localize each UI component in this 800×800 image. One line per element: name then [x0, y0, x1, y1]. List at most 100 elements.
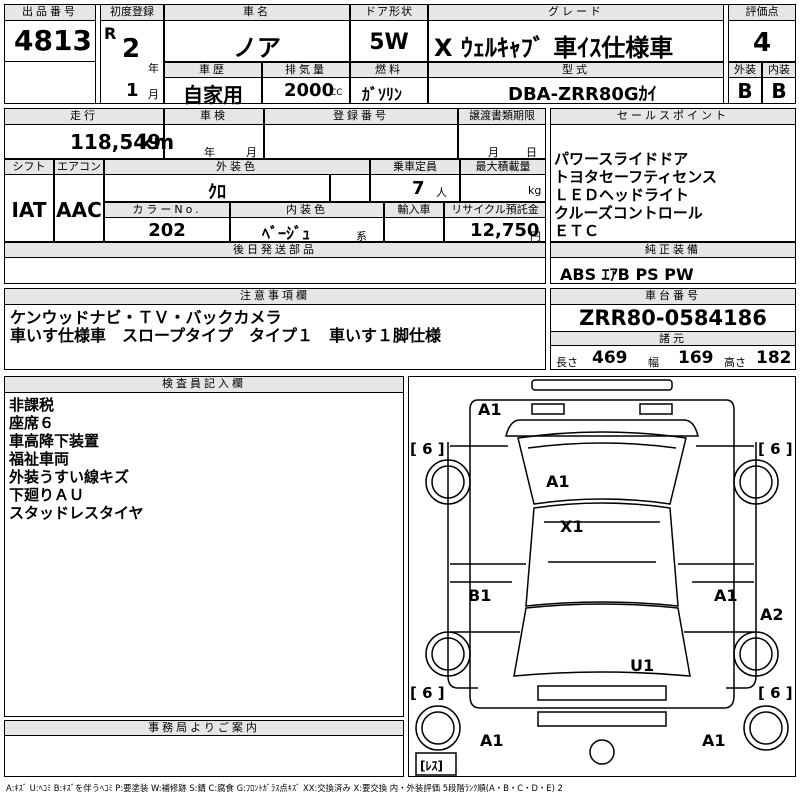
inspection-month-unit: 月	[246, 146, 257, 159]
transfer-month-unit: 月	[488, 146, 499, 159]
score: 4	[752, 28, 772, 58]
width-label: 幅	[648, 356, 659, 369]
equip-label: 純正装備	[550, 242, 796, 258]
kg-unit: kg	[528, 184, 542, 197]
import-cell	[384, 217, 444, 242]
month-unit: 月	[148, 88, 159, 101]
lot-number: 4813	[14, 24, 92, 57]
color-label: 外装色	[104, 159, 370, 175]
fuel-label: 燃料	[350, 62, 428, 78]
notes-label: 注意事項欄	[4, 288, 546, 305]
spare-tire: [ﾚｽ]	[420, 759, 443, 773]
mileage: 118,549	[70, 130, 162, 154]
chassis-number: ZRR80-0584186	[579, 306, 767, 330]
inspector-notes: 非課税 座席６ 車高降下装置 福祉車両 外装うすい線キズ 下廻りＡＵ スタッドレ…	[9, 396, 144, 522]
transfer-day-unit: 日	[526, 146, 537, 159]
inspector-cell	[4, 392, 404, 717]
equipment: ABS ｴｱB PS PW	[560, 265, 694, 284]
later-parts-label: 後日発送部品	[4, 242, 546, 258]
height-label: 高さ	[724, 356, 746, 369]
inspector-item: 座席６	[9, 414, 55, 432]
color-no-cell	[104, 217, 230, 242]
reg-number-cell	[264, 124, 458, 159]
model-label: 型式	[428, 62, 724, 78]
note-line: 車いす仕様車 スロープタイプ タイプ１ 車いす１脚仕様	[10, 326, 442, 345]
displacement-label: 排気量	[262, 62, 350, 78]
color-cell	[104, 174, 330, 202]
kei-unit: 系	[356, 230, 367, 243]
door-cell	[350, 20, 428, 62]
fuel-cell	[350, 77, 428, 104]
mark-rear-right: A1	[702, 731, 726, 750]
color-number: 202	[148, 220, 186, 241]
km-unit: km	[140, 130, 175, 154]
car-name: ノア	[233, 34, 281, 62]
ext-grade: B	[737, 79, 753, 103]
recycle-fee: 12,750	[470, 220, 540, 241]
sales-label: セールスポイント	[550, 108, 796, 125]
mark-right-slide: A1	[714, 586, 738, 605]
inspector-label: 検査員記入欄	[4, 376, 404, 393]
height: 182	[756, 348, 792, 368]
car-diagram	[415, 379, 789, 776]
mark-rear-left: A1	[480, 731, 504, 750]
displacement-cell	[262, 77, 350, 104]
reg-year: 2	[122, 34, 141, 64]
ext-cell	[728, 77, 762, 104]
transfer-cell	[458, 124, 546, 159]
load-cell	[460, 174, 546, 202]
sales-point: ＬＥＤヘッドライト	[554, 186, 690, 204]
interior-color: ﾍﾞｰｼﾞｭ	[262, 224, 311, 243]
history-label: 車歴	[164, 62, 262, 78]
car-name-label: 車名	[164, 4, 350, 21]
ext-label: 外装	[728, 62, 762, 78]
displacement: 2000	[284, 80, 335, 101]
width: 169	[678, 348, 714, 368]
inspection-year-unit: 年	[204, 146, 215, 159]
tire-front-right: [ 6 ]	[758, 440, 793, 458]
grade-cell	[428, 20, 724, 62]
shift-cell	[4, 174, 54, 242]
int-grade: B	[771, 79, 787, 103]
shift: IAT	[11, 198, 47, 222]
grade-label: グレード	[428, 4, 724, 21]
notes-cell	[4, 304, 546, 370]
damage-diagram-frame	[408, 376, 796, 777]
mileage-label: 走行	[4, 108, 164, 125]
mark-windshield: A1	[546, 472, 570, 491]
lot-no-label: 出品番号	[4, 4, 96, 21]
era: R	[104, 24, 117, 43]
import-label: 輸入車	[384, 202, 444, 218]
recycle-cell	[444, 217, 546, 242]
inspection-label: 車検	[164, 108, 264, 125]
person-unit: 人	[436, 186, 447, 199]
tire-rear-right: [ 6 ]	[758, 684, 793, 702]
lot-blank-cell	[4, 61, 96, 104]
inspector-item: 非課税	[9, 396, 55, 414]
score-label: 評価点	[728, 4, 796, 21]
tire-front-left: [ 6 ]	[410, 440, 445, 458]
ac-label: エアコン	[54, 159, 104, 175]
inspector-item: 外装うすい線キズ	[9, 468, 130, 486]
inspector-item: 福祉車両	[9, 450, 70, 468]
mark-roof: X1	[560, 517, 584, 536]
capacity-cell	[370, 174, 460, 202]
color-no-label: カラーNo.	[104, 202, 230, 218]
history-cell	[164, 77, 262, 104]
capacity: 7	[412, 178, 425, 199]
capacity-label: 乗車定員	[370, 159, 460, 175]
cc-unit: CC	[330, 88, 343, 98]
year-unit: 年	[148, 62, 159, 75]
dims-cell	[550, 345, 796, 370]
mark-front-left: A1	[478, 400, 502, 419]
car-history: 自家用	[183, 83, 243, 107]
sales-point: クルーズコントロール	[554, 204, 703, 222]
mark-left-slide: B1	[468, 586, 492, 605]
model-cell	[428, 77, 724, 104]
dims-label: 諸元	[550, 331, 796, 346]
notes-text: ケンウッドナビ・ＴＶ・バックカメラ 車いす仕様車 スロープタイプ タイプ１ 車い…	[10, 309, 441, 345]
inspector-item: 下廻りＡＵ	[9, 486, 85, 504]
sales-points: パワースライドドア トヨタセーフティセンス ＬＥＤヘッドライト クルーズコントロ…	[554, 150, 717, 240]
later-parts-cell	[4, 257, 546, 284]
door-label: ドア形状	[350, 4, 428, 21]
